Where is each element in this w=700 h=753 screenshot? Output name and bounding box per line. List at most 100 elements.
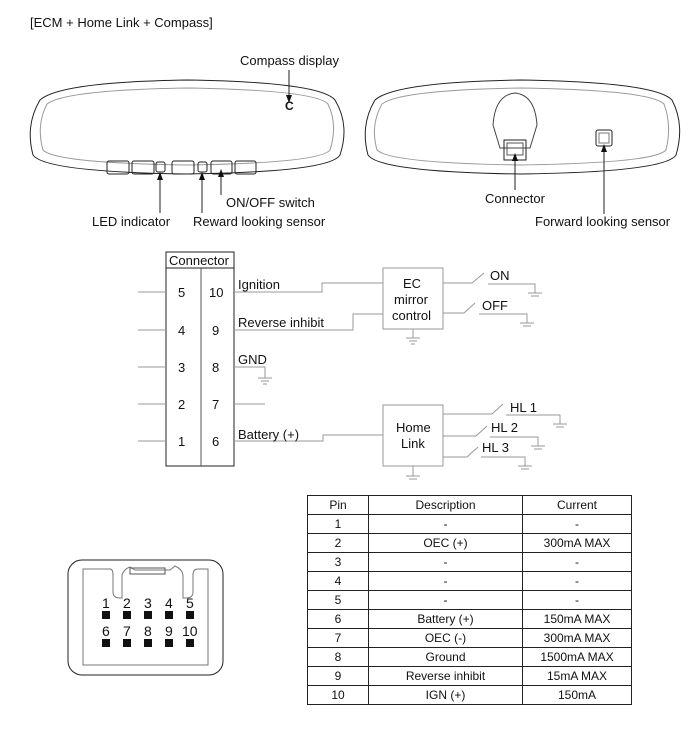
pin-terminal <box>144 639 152 647</box>
cell-pin: 8 <box>307 647 369 667</box>
cell-description: IGN (+) <box>368 685 523 705</box>
header-current: Current <box>522 495 632 515</box>
connector-label: Connector <box>485 191 545 206</box>
header-pin: Pin <box>307 495 369 515</box>
cell-pin: 6 <box>307 609 369 629</box>
ec-box-label: control <box>392 308 432 323</box>
table-row: 5-- <box>307 590 632 610</box>
signal-label: Battery (+) <box>238 427 300 442</box>
connector-face <box>67 559 224 676</box>
pin-number: 3 <box>144 595 152 611</box>
diagram-title: [ECM + Home Link + Compass] <box>30 15 213 30</box>
table-header-row: Pin Description Current <box>307 495 632 515</box>
cell-description: - <box>368 590 523 610</box>
homelink-output: HL 1 <box>510 400 537 415</box>
cell-pin: 5 <box>307 590 369 610</box>
front-mirror <box>29 70 345 213</box>
cell-current: 150mA <box>522 685 632 705</box>
cell-pin: 9 <box>307 666 369 686</box>
homelink-output: HL 2 <box>491 420 518 435</box>
pin-right: 10 <box>209 285 224 300</box>
signal-label: GND <box>238 352 267 367</box>
homelink-box-label: Home <box>396 420 431 435</box>
cell-current: 1500mA MAX <box>522 647 632 667</box>
cell-description: - <box>368 552 523 572</box>
table-row: 3-- <box>307 552 632 572</box>
pin-number: 7 <box>123 623 131 639</box>
ec-box-label: EC <box>403 276 422 291</box>
pin-left: 3 <box>178 360 186 375</box>
pin-left: 2 <box>178 397 186 412</box>
pin-terminal <box>186 639 194 647</box>
pin-terminal <box>144 611 152 619</box>
reward-sensor-label: Reward looking sensor <box>193 214 326 229</box>
cell-description: Ground <box>368 647 523 667</box>
cell-description: - <box>368 514 523 534</box>
cell-pin: 7 <box>307 628 369 648</box>
pin-number: 4 <box>165 595 173 611</box>
homelink-output: HL 3 <box>482 440 509 455</box>
cell-current: 300mA MAX <box>522 628 632 648</box>
pin-number: 6 <box>102 623 110 639</box>
table-row: 4-- <box>307 571 632 591</box>
compass-display-glyph: C <box>285 99 294 113</box>
pin-terminal <box>123 639 131 647</box>
cell-description: Battery (+) <box>368 609 523 629</box>
pin-left: 1 <box>178 434 186 449</box>
ec-output-on: ON <box>490 268 510 283</box>
cell-pin: 3 <box>307 552 369 572</box>
ec-box-label: mirror <box>394 292 428 307</box>
mirror-buttons <box>106 160 257 175</box>
pin-terminal <box>186 611 194 619</box>
ec-output-off: OFF <box>482 298 508 313</box>
cell-description: Reverse inhibit <box>368 666 523 686</box>
cell-description: OEC (+) <box>368 533 523 553</box>
cell-current: 300mA MAX <box>522 533 632 553</box>
cell-pin: 4 <box>307 571 369 591</box>
pin-right: 7 <box>212 397 220 412</box>
pin-right: 9 <box>212 323 220 338</box>
cell-description: OEC (-) <box>368 628 523 648</box>
cell-pin: 2 <box>307 533 369 553</box>
cell-pin: 10 <box>307 685 369 705</box>
pin-number: 8 <box>144 623 152 639</box>
pin-number: 5 <box>186 595 194 611</box>
compass-display-label: Compass display <box>240 53 339 68</box>
rear-mirror <box>364 79 681 214</box>
pin-right: 8 <box>212 360 220 375</box>
table-row: 1-- <box>307 514 632 534</box>
pin-number: 10 <box>182 623 198 639</box>
pin-number: 9 <box>165 623 173 639</box>
cell-description: - <box>368 571 523 591</box>
pin-left: 5 <box>178 285 186 300</box>
pin-number: 1 <box>102 595 110 611</box>
pin-number: 2 <box>123 595 131 611</box>
signal-label: Reverse inhibit <box>238 315 324 330</box>
pin-terminal <box>165 639 173 647</box>
led-indicator-label: LED indicator <box>92 214 171 229</box>
forward-sensor-label: Forward looking sensor <box>535 214 671 229</box>
pin-left: 4 <box>178 323 186 338</box>
on-off-switch-label: ON/OFF switch <box>226 195 315 210</box>
cell-current: 15mA MAX <box>522 666 632 686</box>
cell-current: - <box>522 571 632 591</box>
pin-right: 6 <box>212 434 220 449</box>
header-description: Description <box>368 495 523 515</box>
pin-terminal <box>102 639 110 647</box>
pin-terminal <box>102 611 110 619</box>
cell-pin: 1 <box>307 514 369 534</box>
connector-block <box>138 251 567 480</box>
connector-header: Connector <box>169 253 229 268</box>
cell-current: - <box>522 514 632 534</box>
pin-terminal <box>123 611 131 619</box>
signal-label: Ignition <box>238 277 280 292</box>
cell-current: - <box>522 590 632 610</box>
